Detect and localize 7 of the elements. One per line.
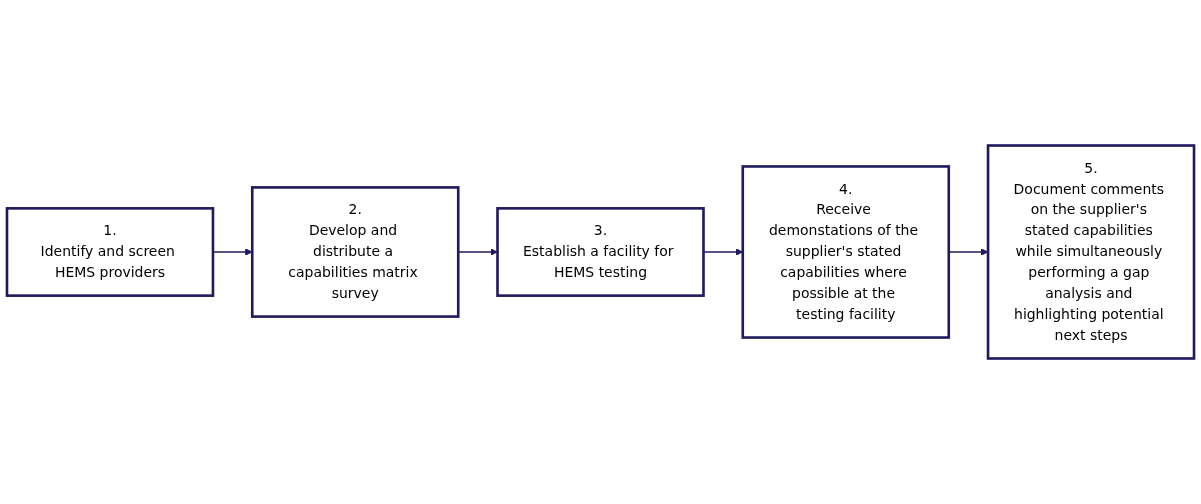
node-box: 2. Develop and distribute a capabilities matrix survey <box>250 186 460 318</box>
node-box: 4. Receive demonstations of the supplier's stated capabilities where possible at the testing facility <box>741 165 951 339</box>
arrow <box>212 248 253 256</box>
node-box: 5. Document comments on the supplier's stated capabilities while simultaneously performing a gap analysis and highlighting potential next steps <box>986 144 1196 360</box>
node-box: 3. Establish a facility for HEMS testing <box>496 207 705 297</box>
arrow <box>948 248 989 256</box>
node-box: 1. Identify and screen HEMS providers <box>5 207 215 297</box>
